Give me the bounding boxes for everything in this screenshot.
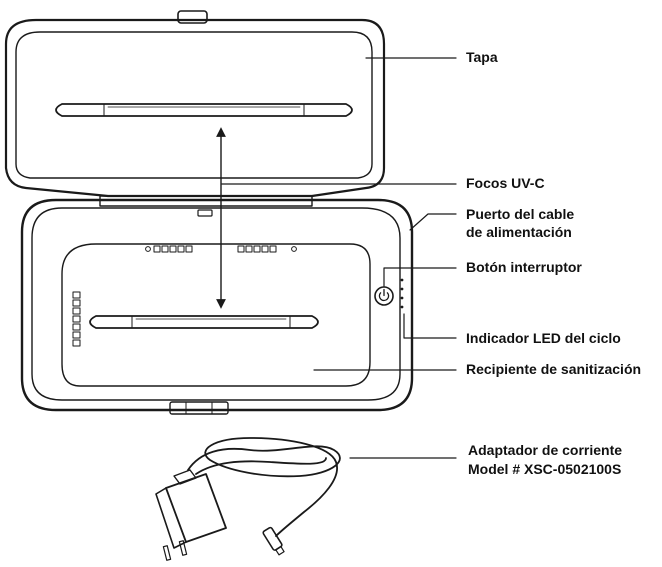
power-port	[197, 209, 213, 217]
base-uv-lamp	[89, 315, 319, 329]
leader-lines	[221, 57, 457, 459]
label-lid: Tapa	[466, 49, 498, 65]
adapter-body	[155, 469, 227, 561]
base-latch	[169, 401, 229, 415]
base	[20, 198, 414, 415]
label-sanitizing-tray: Recipiente de sanitización	[466, 361, 642, 377]
sanitizing-tray	[61, 243, 371, 387]
label-power-port-1: Puerto del cable	[466, 206, 575, 222]
power-button[interactable]	[374, 286, 394, 306]
leader-power-button	[383, 267, 457, 287]
label-uv-lamps: Focos UV-C	[466, 175, 545, 191]
label-led-indicator: Indicador LED del ciclo	[466, 330, 621, 346]
tray-left-studs	[72, 291, 81, 347]
label-power-button: Botón interruptor	[466, 259, 582, 275]
lid-uv-lamp	[55, 103, 353, 117]
lid	[4, 10, 386, 207]
lid-inner	[15, 31, 373, 179]
adapter-cable	[187, 437, 341, 537]
power-icon	[378, 288, 390, 302]
lid-outer	[4, 18, 386, 198]
adapter-plug-tip	[262, 526, 285, 556]
label-power-port-2: de alimentación	[466, 224, 572, 240]
tray-outline	[61, 243, 371, 387]
power-adapter	[155, 437, 341, 561]
base-outer	[20, 198, 414, 412]
led-indicator	[400, 278, 404, 309]
leader-power-port	[409, 213, 457, 231]
base-rim	[31, 207, 401, 401]
label-adapter-1: Adaptador de corriente	[468, 442, 623, 458]
lid-clip	[177, 10, 208, 24]
leader-led	[403, 313, 457, 339]
label-adapter-2: Model # XSC-0502100S	[468, 461, 622, 477]
tray-top-studs	[145, 245, 297, 253]
